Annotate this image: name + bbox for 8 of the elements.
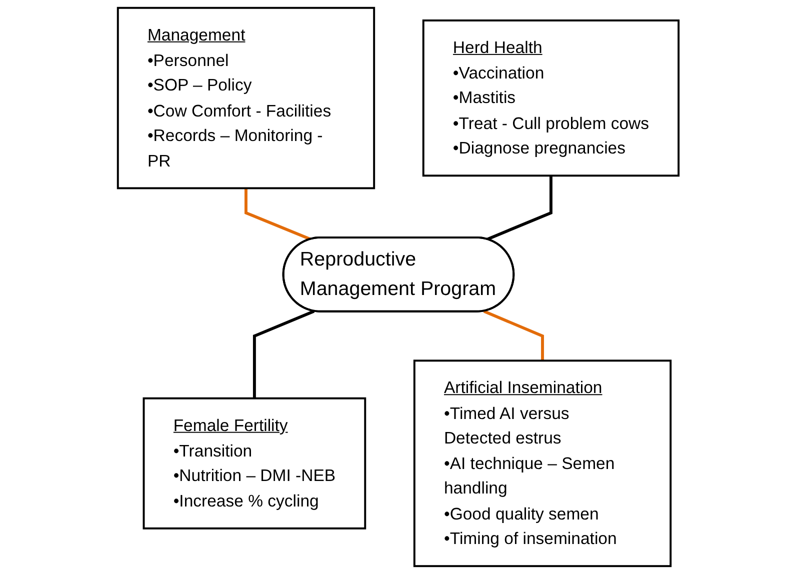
connector	[486, 176, 553, 241]
node-box: Management •Personnel •SOP – Policy •Cow Comfort - Facilities •Records – Monitoring - PR	[117, 6, 376, 190]
connector	[484, 310, 544, 361]
node-box: Artificial Insemination •Timed AI versus Detected estrus •AI technique – Semen handling •Good quality semen •Timing of insemination	[414, 360, 672, 568]
node-box: Female Fertility •Transition •Nutrition – DMI -NEB •Increase % cycling	[143, 397, 366, 530]
connector	[244, 188, 312, 241]
node-box: Herd Health •Vaccination •Mastitis •Treat - Cull problem cows •Diagnose pregnancies	[422, 19, 680, 177]
connector	[253, 310, 315, 398]
